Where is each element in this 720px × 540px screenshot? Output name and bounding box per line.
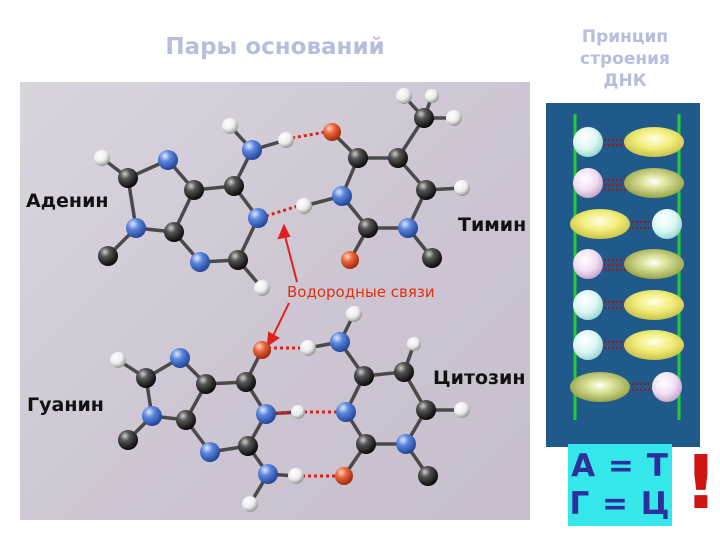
- atom-hydrogen: [346, 306, 362, 322]
- dna-base-small: [573, 127, 603, 157]
- atom-hydrogen: [454, 402, 470, 418]
- label-guanine: Гуанин: [27, 394, 104, 416]
- atom-nitrogen: [248, 208, 268, 228]
- side-title-line-1: Принцип: [581, 27, 669, 47]
- atom-carbon: [136, 368, 156, 388]
- atom-hydrogen: [242, 496, 258, 512]
- atom-carbon: [348, 148, 368, 168]
- dna-base-small: [652, 209, 682, 239]
- atom-carbon: [416, 180, 436, 200]
- dna-base-large: [624, 127, 684, 157]
- atom-hydrogen: [222, 118, 238, 134]
- atom-carbon: [184, 180, 204, 200]
- dna-base-small: [652, 372, 682, 402]
- label-cytosine: Цитозин: [433, 367, 526, 389]
- atom-hydrogen: [254, 280, 270, 296]
- guanine-atoms: [110, 341, 305, 512]
- atom-nitrogen: [142, 406, 162, 426]
- dna-base-small: [573, 249, 603, 279]
- exclamation-mark: !: [684, 440, 718, 526]
- atom-carbon: [416, 400, 436, 420]
- atom-nitrogen: [158, 150, 178, 170]
- atom-hydrogen: [278, 132, 294, 148]
- atom-carbon: [118, 430, 138, 450]
- atom-carbon: [176, 410, 196, 430]
- atom-carbon: [238, 436, 258, 456]
- atom-carbon: [164, 222, 184, 242]
- atom-carbon: [228, 250, 248, 270]
- atom-oxygen: [341, 251, 359, 269]
- dna-base-small: [573, 330, 603, 360]
- atom-carbon: [118, 168, 138, 188]
- atom-oxygen: [323, 123, 341, 141]
- atom-nitrogen: [190, 252, 210, 272]
- dna-base-large: [570, 372, 630, 402]
- atom-hydrogen: [407, 337, 421, 351]
- atom-nitrogen: [330, 332, 350, 352]
- dna-base-pairs: [570, 127, 684, 402]
- atom-carbon: [394, 362, 414, 382]
- atom-carbon: [388, 148, 408, 168]
- atom-carbon: [422, 248, 442, 268]
- dna-pair-links: [604, 139, 652, 391]
- atom-carbon: [418, 466, 438, 486]
- atom-carbon: [98, 246, 118, 266]
- label-adenine: Аденин: [26, 190, 109, 212]
- atom-hydrogen: [94, 150, 110, 166]
- atom-carbon: [356, 434, 376, 454]
- atom-hydrogen: [446, 110, 462, 126]
- rule-a-t: А = Т: [571, 448, 669, 484]
- atom-carbon: [224, 176, 244, 196]
- atom-carbon: [354, 366, 374, 386]
- atom-hydrogen: [454, 180, 470, 196]
- atom-nitrogen: [200, 442, 220, 462]
- atom-nitrogen: [256, 404, 276, 424]
- atom-oxygen: [335, 467, 353, 485]
- adenine-atoms: [94, 118, 294, 296]
- dna-base-large: [624, 330, 684, 360]
- atom-hydrogen: [288, 468, 304, 484]
- complementarity-rule-box: А = Т Г = Ц: [568, 444, 672, 526]
- dna-base-large: [624, 249, 684, 279]
- atom-oxygen: [253, 341, 271, 359]
- atom-carbon: [236, 372, 256, 392]
- atom-hydrogen: [300, 340, 316, 356]
- atom-nitrogen: [332, 186, 352, 206]
- cytosine-atoms: [300, 306, 470, 486]
- atom-hydrogen: [291, 405, 305, 419]
- side-title-line-2: строения: [580, 49, 670, 69]
- atom-hydrogen: [296, 198, 312, 214]
- hydrogen-bond-dots: [265, 130, 340, 478]
- dna-base-small: [573, 290, 603, 320]
- dna-base-large: [624, 168, 684, 198]
- atom-nitrogen: [170, 348, 190, 368]
- atom-carbon: [358, 218, 378, 238]
- side-title-line-3: ДНК: [603, 71, 647, 91]
- dna-structure-title: Принцип строения ДНК: [555, 26, 695, 92]
- atom-hydrogen: [396, 88, 412, 104]
- atom-nitrogen: [396, 434, 416, 454]
- atom-nitrogen: [126, 218, 146, 238]
- page-title: Пары оснований: [165, 34, 385, 60]
- hydrogen-bond-arrows: [266, 223, 298, 348]
- atom-nitrogen: [242, 140, 262, 160]
- atom-carbon: [196, 374, 216, 394]
- atom-nitrogen: [336, 402, 356, 422]
- dna-base-large: [624, 290, 684, 320]
- atom-hydrogen: [425, 89, 439, 103]
- rule-g-c: Г = Ц: [569, 486, 671, 522]
- thymine-atoms: [296, 88, 470, 269]
- atom-hydrogen: [110, 352, 126, 368]
- dna-base-small: [573, 168, 603, 198]
- atom-nitrogen: [258, 464, 278, 484]
- atom-nitrogen: [398, 218, 418, 238]
- atom-carbon: [414, 108, 434, 128]
- label-hydrogen-bonds: Водородные связи: [287, 283, 435, 301]
- label-thymine: Тимин: [458, 214, 527, 236]
- dna-base-large: [570, 209, 630, 239]
